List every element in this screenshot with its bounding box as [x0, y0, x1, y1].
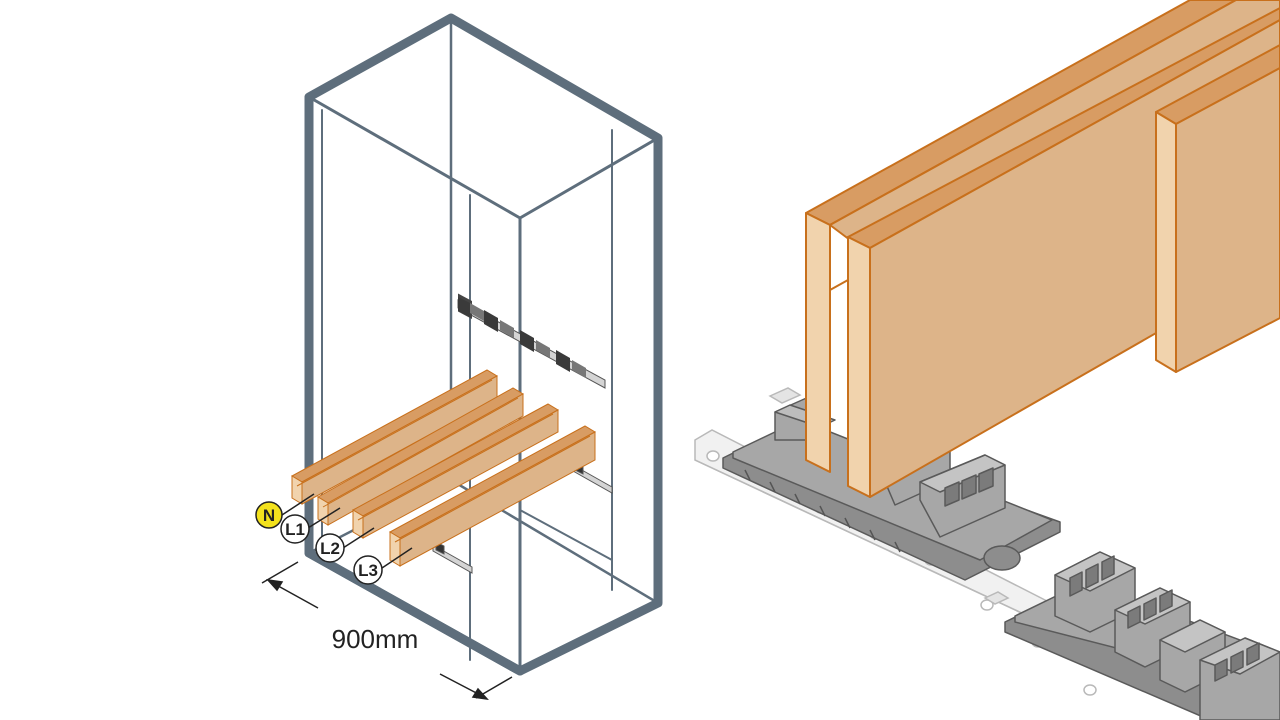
- small-busbar-l1: [317, 387, 524, 526]
- enclosure-overview: N L1 L2 L3 900mm: [255, 13, 663, 701]
- svg-text:N: N: [263, 506, 275, 525]
- detail-view: [694, 0, 1280, 720]
- label-leaders: [281, 493, 413, 569]
- small-busbar-l2: [351, 403, 560, 539]
- busbar-support-rear: [1004, 551, 1280, 720]
- small-busbar-l3: [388, 425, 597, 567]
- width-dimension: [261, 561, 513, 701]
- phase-label-l1: L1: [280, 514, 310, 544]
- dimension-label: 900mm: [332, 624, 419, 654]
- phase-label-l3: L3: [353, 555, 383, 585]
- svg-text:L3: L3: [358, 561, 378, 580]
- large-busbar-rear: [1155, 44, 1280, 373]
- phase-label-n: N: [255, 501, 283, 529]
- phase-label-l2: L2: [315, 533, 345, 563]
- svg-text:L2: L2: [320, 539, 340, 558]
- upper-support-rail: [457, 293, 606, 389]
- svg-text:L1: L1: [285, 520, 305, 539]
